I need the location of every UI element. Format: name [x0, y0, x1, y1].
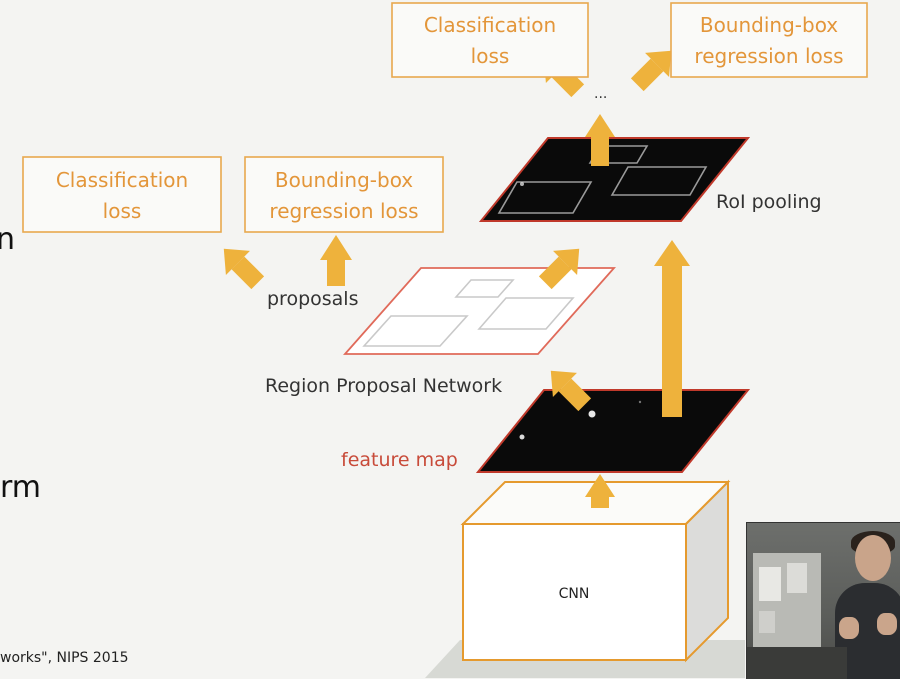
roi-pooling-plane	[478, 137, 751, 222]
presenter-webcam-inset	[746, 522, 900, 679]
proposal-box-2	[477, 297, 575, 330]
rpn-label: Region Proposal Network	[265, 375, 502, 397]
cls-loss-top-line1: Classification	[424, 13, 556, 37]
roi-box-2	[610, 166, 708, 196]
feature-map-plane	[475, 389, 751, 473]
proposal-box-3	[362, 315, 469, 347]
cropped-text-rm: rm	[0, 470, 42, 505]
cls-loss-left-line2: loss	[103, 199, 142, 223]
cropped-text-n: n	[0, 222, 16, 257]
proposals-label: proposals	[267, 288, 358, 310]
arrow-roi-up	[585, 114, 615, 166]
cls-loss-left-line1: Classification	[56, 168, 188, 192]
arrow-cnn-to-feature-map	[585, 474, 615, 508]
arrow-rpn-to-roi	[538, 248, 580, 290]
arrow-to-bbox-top	[630, 50, 672, 92]
cnn-front-face	[462, 523, 687, 661]
cls-loss-top-line2: loss	[471, 44, 510, 68]
webcam-paper	[759, 567, 781, 601]
arrow-proposals-to-cls-left	[223, 248, 265, 290]
webcam-desk	[747, 647, 847, 679]
proposal-box-1	[454, 279, 515, 298]
arrow-proposals-to-bbox-left	[320, 235, 352, 286]
bbox-loss-top-line1: Bounding-box	[700, 13, 838, 37]
webcam-paper	[787, 563, 807, 593]
rpn-plane	[343, 267, 616, 355]
presenter-head	[855, 535, 891, 581]
bbox-loss-top-box: Bounding-box regression loss	[670, 2, 868, 78]
ellipsis: ...	[594, 86, 607, 102]
feature-map-label: feature map	[341, 449, 458, 471]
bbox-loss-top-line2: regression loss	[694, 44, 843, 68]
presenter-hand	[839, 617, 859, 639]
presenter-hand	[877, 613, 897, 635]
webcam-paper	[759, 611, 775, 633]
roi-box-1	[497, 181, 593, 214]
bbox-loss-left-line1: Bounding-box	[275, 168, 413, 192]
cnn-label: CNN	[559, 586, 590, 602]
roi-pooling-label: RoI pooling	[716, 191, 822, 213]
arrow-feature-to-roi	[654, 240, 690, 417]
bbox-loss-left-line2: regression loss	[269, 199, 418, 223]
cls-loss-top-box: Classification loss	[391, 2, 589, 78]
arrow-feature-to-rpn	[550, 370, 592, 412]
bbox-loss-left-box: Bounding-box regression loss	[244, 156, 444, 233]
cls-loss-left-box: Classification loss	[22, 156, 222, 233]
citation-text: works", NIPS 2015	[0, 650, 129, 666]
cnn-block: CNN	[460, 479, 731, 663]
